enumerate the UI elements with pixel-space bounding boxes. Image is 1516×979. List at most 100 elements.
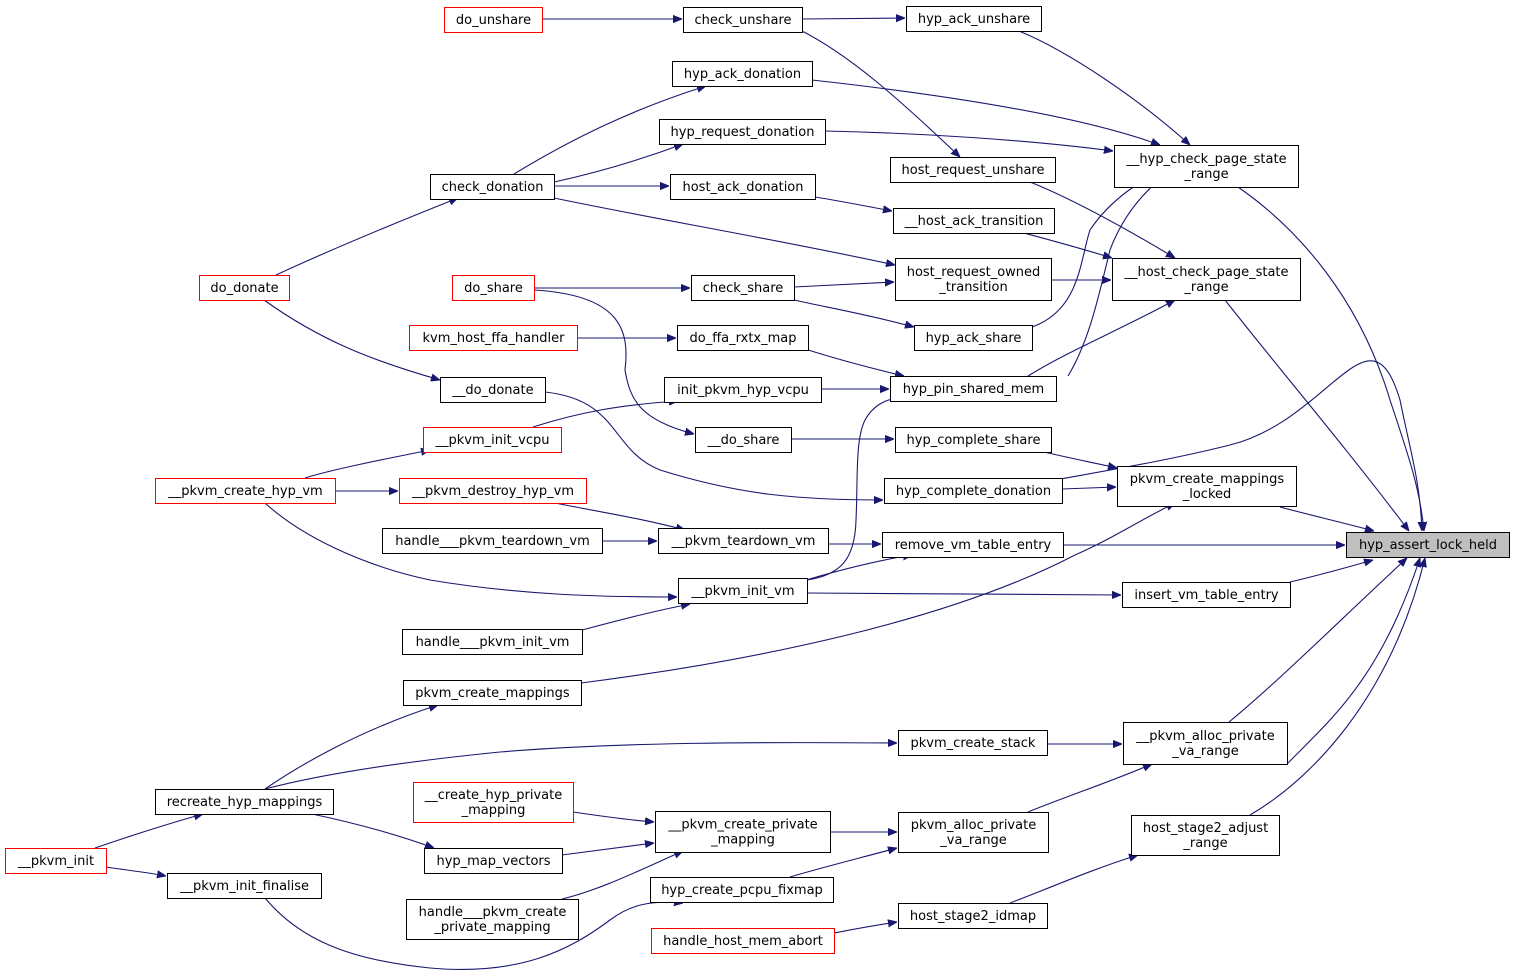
- node-box[interactable]: [167, 873, 322, 899]
- node-do-share[interactable]: __do_share: [695, 427, 792, 453]
- node-box[interactable]: [382, 528, 603, 554]
- node-box[interactable]: [1346, 532, 1510, 558]
- node-box[interactable]: [406, 899, 579, 940]
- node-do-donate[interactable]: __do_donate: [440, 377, 546, 403]
- node-hyp-assert-lock-held[interactable]: hyp_assert_lock_held: [1346, 532, 1510, 558]
- node-hyp-request-donation[interactable]: hyp_request_donation: [659, 119, 826, 145]
- node-kvm-host-ffa-handler[interactable]: kvm_host_ffa_handler: [409, 325, 578, 351]
- node-pkvm-create-hyp-vm[interactable]: __pkvm_create_hyp_vm: [155, 478, 336, 504]
- node-box[interactable]: [659, 119, 826, 145]
- node-box[interactable]: [409, 325, 578, 351]
- node-remove-vm-table-entry[interactable]: remove_vm_table_entry: [882, 532, 1064, 558]
- node-pkvm-destroy-hyp-vm[interactable]: __pkvm_destroy_hyp_vm: [399, 478, 587, 504]
- node-box[interactable]: [424, 848, 563, 874]
- node-host-request-owned-transition[interactable]: host_request_owned_transition: [895, 258, 1052, 301]
- node-hyp-create-pcpu-fixmap[interactable]: hyp_create_pcpu_fixmap: [650, 877, 834, 903]
- node-box[interactable]: [452, 275, 535, 301]
- node-do-donate[interactable]: do_donate: [199, 275, 290, 301]
- node-box[interactable]: [895, 258, 1052, 301]
- node-pkvm-alloc-private-va-range[interactable]: __pkvm_alloc_private_va_range: [1123, 722, 1288, 765]
- node-box[interactable]: [890, 157, 1056, 183]
- node-do-unshare[interactable]: do_unshare: [444, 7, 543, 33]
- node-box[interactable]: [895, 427, 1052, 453]
- node-host-ack-transition[interactable]: __host_ack_transition: [893, 208, 1055, 234]
- node-check-unshare[interactable]: check_unshare: [683, 7, 803, 33]
- node-hyp-complete-donation[interactable]: hyp_complete_donation: [884, 478, 1063, 504]
- node-pkvm-init-finalise[interactable]: __pkvm_init_finalise: [167, 873, 322, 899]
- node-box[interactable]: [655, 811, 831, 853]
- node-host-stage2-adjust-range[interactable]: host_stage2_adjust_range: [1131, 815, 1280, 856]
- node-box[interactable]: [893, 208, 1055, 234]
- node-box[interactable]: [430, 174, 555, 200]
- node-pkvm-init-vm[interactable]: __pkvm_init_vm: [678, 578, 808, 604]
- node-handle-pkvm-create-private-mapping[interactable]: handle___pkvm_create_private_mapping: [406, 899, 579, 940]
- node-box[interactable]: [882, 532, 1064, 558]
- node-init-pkvm-hyp-vcpu[interactable]: init_pkvm_hyp_vcpu: [664, 377, 822, 403]
- node-host-stage2-idmap[interactable]: host_stage2_idmap: [898, 903, 1048, 929]
- node-handle-pkvm-init-vm[interactable]: handle___pkvm_init_vm: [402, 629, 583, 655]
- node-box[interactable]: [155, 478, 336, 504]
- node-box[interactable]: [440, 377, 546, 403]
- node-box[interactable]: [678, 578, 808, 604]
- node-pkvm-create-private-mapping[interactable]: __pkvm_create_private_mapping: [655, 811, 831, 853]
- node-host-request-unshare[interactable]: host_request_unshare: [890, 157, 1056, 183]
- node-box[interactable]: [1117, 466, 1297, 507]
- node-box[interactable]: [413, 782, 574, 823]
- node-box[interactable]: [898, 730, 1048, 756]
- node-insert-vm-table-entry[interactable]: insert_vm_table_entry: [1122, 582, 1291, 608]
- node-check-donation[interactable]: check_donation: [430, 174, 555, 200]
- node-host-ack-donation[interactable]: host_ack_donation: [670, 174, 816, 200]
- node-pkvm-create-mappings-locked[interactable]: pkvm_create_mappings_locked: [1117, 466, 1297, 507]
- node-box[interactable]: [672, 61, 813, 87]
- node-box[interactable]: [1131, 815, 1280, 856]
- node-box[interactable]: [5, 848, 107, 874]
- node-handle-host-mem-abort[interactable]: handle_host_mem_abort: [651, 928, 835, 954]
- node-pkvm-init[interactable]: __pkvm_init: [5, 848, 107, 874]
- node-pkvm-teardown-vm[interactable]: __pkvm_teardown_vm: [658, 528, 829, 554]
- node-recreate-hyp-mappings[interactable]: recreate_hyp_mappings: [155, 789, 334, 815]
- node-pkvm-create-mappings[interactable]: pkvm_create_mappings: [403, 680, 582, 706]
- node-box[interactable]: [423, 427, 562, 453]
- node-hyp-ack-donation[interactable]: hyp_ack_donation: [672, 61, 813, 87]
- node-box[interactable]: [691, 275, 795, 301]
- node-box[interactable]: [664, 377, 822, 403]
- node-hyp-complete-share[interactable]: hyp_complete_share: [895, 427, 1052, 453]
- node-box[interactable]: [677, 325, 809, 351]
- node-hyp-ack-unshare[interactable]: hyp_ack_unshare: [906, 6, 1042, 32]
- node-pkvm-create-stack[interactable]: pkvm_create_stack: [898, 730, 1048, 756]
- node-do-ffa-rxtx-map[interactable]: do_ffa_rxtx_map: [677, 325, 809, 351]
- node-box[interactable]: [1112, 258, 1301, 301]
- node-box[interactable]: [651, 928, 835, 954]
- node-box[interactable]: [670, 174, 816, 200]
- node-box[interactable]: [199, 275, 290, 301]
- node-host-check-page-state-range[interactable]: __host_check_page_state_range: [1112, 258, 1301, 301]
- node-pkvm-alloc-private-va-range[interactable]: pkvm_alloc_private_va_range: [898, 812, 1049, 853]
- node-box[interactable]: [402, 629, 583, 655]
- node-box[interactable]: [914, 325, 1033, 351]
- node-create-hyp-private-mapping[interactable]: __create_hyp_private_mapping: [413, 782, 574, 823]
- node-box[interactable]: [884, 478, 1063, 504]
- node-hyp-check-page-state-range[interactable]: __hyp_check_page_state_range: [1114, 145, 1299, 188]
- node-box[interactable]: [906, 6, 1042, 32]
- node-hyp-pin-shared-mem[interactable]: hyp_pin_shared_mem: [890, 376, 1057, 402]
- node-box[interactable]: [898, 903, 1048, 929]
- node-box[interactable]: [658, 528, 829, 554]
- node-box[interactable]: [155, 789, 334, 815]
- node-handle-pkvm-teardown-vm[interactable]: handle___pkvm_teardown_vm: [382, 528, 603, 554]
- node-box[interactable]: [1123, 722, 1288, 765]
- node-do-share[interactable]: do_share: [452, 275, 535, 301]
- node-check-share[interactable]: check_share: [691, 275, 795, 301]
- node-hyp-ack-share[interactable]: hyp_ack_share: [914, 325, 1033, 351]
- node-box[interactable]: [403, 680, 582, 706]
- node-pkvm-init-vcpu[interactable]: __pkvm_init_vcpu: [423, 427, 562, 453]
- node-box[interactable]: [1114, 145, 1299, 188]
- node-hyp-map-vectors[interactable]: hyp_map_vectors: [424, 848, 563, 874]
- node-box[interactable]: [444, 7, 543, 33]
- node-box[interactable]: [890, 376, 1057, 402]
- node-box[interactable]: [399, 478, 587, 504]
- node-box[interactable]: [898, 812, 1049, 853]
- node-box[interactable]: [1122, 582, 1291, 608]
- node-box[interactable]: [650, 877, 834, 903]
- node-box[interactable]: [695, 427, 792, 453]
- node-box[interactable]: [683, 7, 803, 33]
